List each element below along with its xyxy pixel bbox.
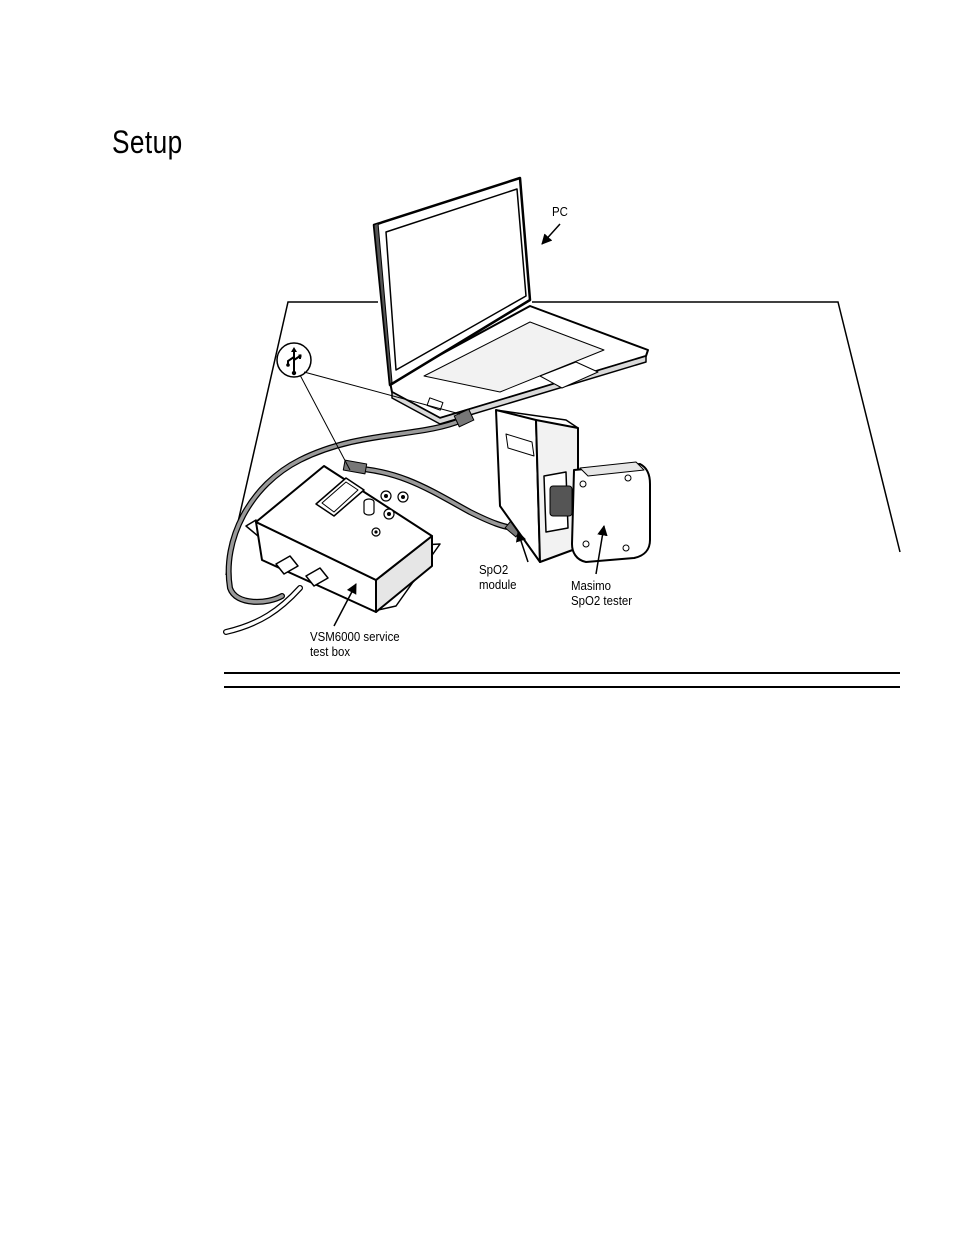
masimo-tester-label: Masimo SpO2 tester — [571, 578, 633, 608]
masimo-tester — [571, 461, 651, 563]
pc-arrow — [541, 223, 561, 245]
callout-arrows — [333, 223, 608, 627]
setup-figure: PC SpO2 module Masimo SpO2 tester VSM600… — [223, 176, 901, 688]
test-box-arrow — [333, 583, 357, 627]
usb-cable — [225, 408, 475, 605]
power-cable — [223, 585, 303, 635]
masimo-tester-arrow — [595, 524, 608, 575]
spo2-module-arrow — [516, 531, 529, 563]
pc-label: PC — [552, 204, 568, 219]
spo2-module-label: SpO2 module — [479, 562, 517, 592]
test-box-label: VSM6000 service test box — [310, 629, 400, 659]
test-box — [245, 459, 441, 613]
table-surface — [225, 301, 901, 576]
figure-rule-top — [224, 672, 900, 674]
figure-rule-bottom — [224, 686, 900, 688]
laptop-pc — [372, 176, 649, 425]
setup-illustration — [223, 176, 901, 635]
usb-icon — [276, 342, 461, 471]
page-title: Setup — [112, 124, 183, 160]
spo2-module — [495, 409, 579, 563]
